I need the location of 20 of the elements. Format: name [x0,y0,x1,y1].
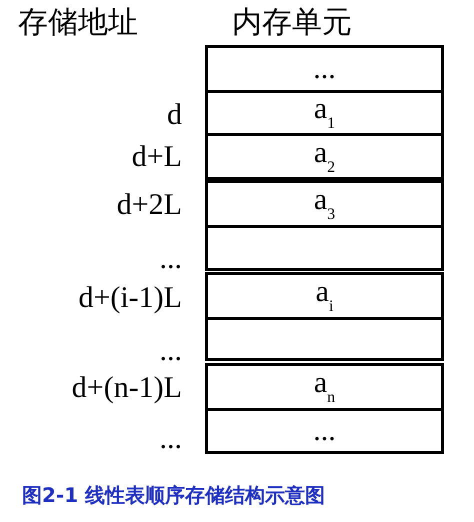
column-heading: 内存单元 [232,8,352,38]
memory-cell: a$_{i}$ [205,272,444,320]
memory-cell: a$_{1}$ [205,90,444,136]
address-label: d+(n-1)L [72,373,182,403]
empty-memory-cell [205,225,444,271]
memory-cell: a$_{n}$ [205,363,444,411]
ellipsis-label: ... [160,424,182,454]
memory-cell: ... [205,408,444,454]
address-label: d+L [132,142,182,172]
address-label: d+(i-1)L [78,283,182,313]
column-heading: 存储地址 [18,8,138,38]
figure-caption: 图2-1 线性表顺序存储结构示意图 [22,482,326,509]
address-label: d [167,100,182,130]
memory-cell: ... [205,45,444,93]
ellipsis-label: ... [160,336,182,366]
memory-cell: a$_{2}$ [205,133,444,180]
empty-memory-cell [205,317,444,361]
address-label: d+2L [116,190,182,220]
ellipsis-label: ... [160,244,182,274]
memory-cell: a$_{3}$ [205,180,444,228]
